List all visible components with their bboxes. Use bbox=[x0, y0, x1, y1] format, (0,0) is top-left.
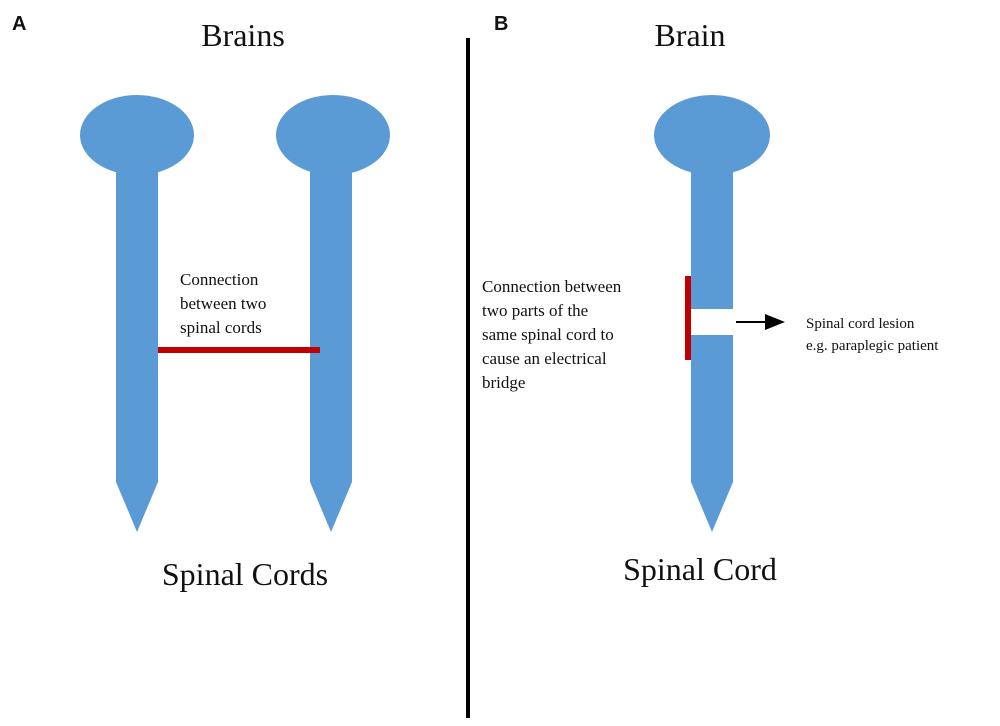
lesion-label-line-2: e.g. paraplegic patient bbox=[806, 338, 939, 354]
spinal-cord-lesion-gap bbox=[689, 309, 736, 335]
panel-b: B Brain Connection between two parts of … bbox=[482, 13, 939, 587]
lesion-label-line-1: Spinal cord lesion bbox=[806, 316, 915, 332]
panel-b-connection-label-line-2: two parts of the bbox=[482, 301, 588, 320]
right-spinal-cord-shape bbox=[310, 165, 352, 532]
panel-b-connection-label-line-5: bridge bbox=[482, 373, 525, 392]
panel-a-title: Brains bbox=[201, 17, 285, 53]
panel-b-bottom-label: Spinal Cord bbox=[623, 551, 777, 587]
spinal-cord-shape bbox=[691, 165, 733, 532]
panel-a: A Brains Connection between two spinal c… bbox=[12, 13, 390, 592]
panel-b-connection-label: Connection between two parts of the same… bbox=[482, 277, 626, 392]
brain-shape bbox=[654, 95, 770, 175]
panel-b-letter: B bbox=[494, 13, 508, 35]
left-brain-shape bbox=[80, 95, 194, 175]
panel-b-connection-label-line-4: cause an electrical bbox=[482, 349, 607, 368]
panel-a-bottom-label: Spinal Cords bbox=[162, 556, 328, 592]
panel-b-connection-label-line-3: same spinal cord to bbox=[482, 325, 614, 344]
panel-b-title: Brain bbox=[654, 17, 725, 53]
brain-and-cord bbox=[654, 95, 770, 532]
lesion-label: Spinal cord lesion e.g. paraplegic patie… bbox=[806, 316, 939, 354]
left-brain-and-cord bbox=[80, 95, 194, 532]
right-brain-shape bbox=[276, 95, 390, 175]
panel-a-connection-label-line-1: Connection bbox=[180, 270, 259, 289]
panel-a-letter: A bbox=[12, 13, 26, 35]
right-brain-and-cord bbox=[276, 95, 390, 532]
panel-a-connection-label: Connection between two spinal cords bbox=[180, 270, 271, 337]
panel-b-connection-label-line-1: Connection between bbox=[482, 277, 622, 296]
left-spinal-cord-shape bbox=[116, 165, 158, 532]
panel-a-connection-label-line-3: spinal cords bbox=[180, 318, 262, 337]
panel-a-connection-label-line-2: between two bbox=[180, 294, 266, 313]
